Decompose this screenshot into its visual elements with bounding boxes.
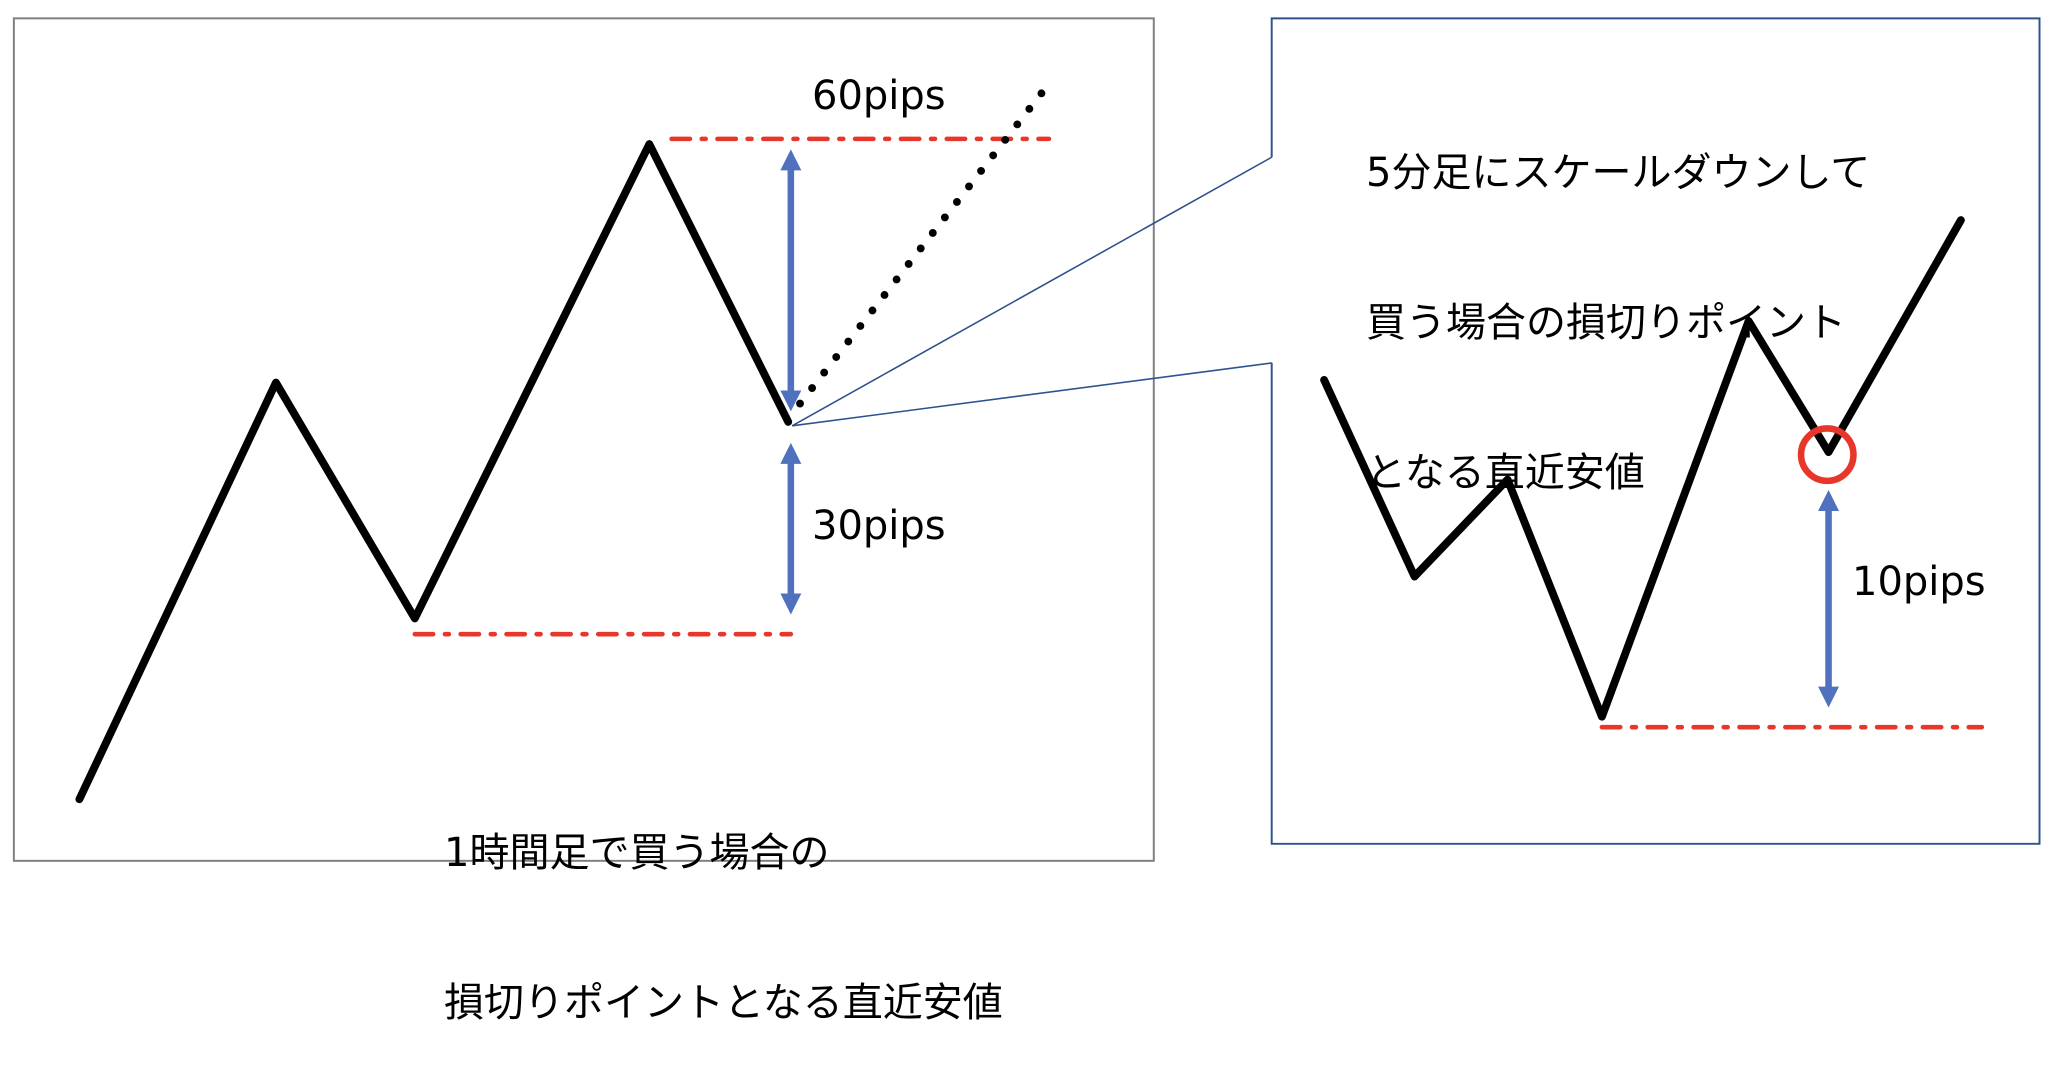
right-caption-line-1: 5分足にスケールダウンして [1366,150,1871,196]
label-10pips: 10pips [1852,559,1986,605]
right-panel-caption: 5分足にスケールダウンして 買う場合の損切りポイント となる直近安値 [1366,48,1870,548]
left-panel-caption: 1時間足で買う場合の 損切りポイントとなる直近安値 [444,728,1003,1078]
callout-line-upper [791,156,1273,427]
price-line-5m [1320,216,1965,721]
right-panel-frame [1270,17,2041,845]
projection-dotted-line [796,74,1057,408]
left-caption-line-1: 1時間足で買う場合の [444,830,830,876]
stop-loss-diagram [12,17,2041,862]
callout-line-lower [792,362,1272,427]
label-60pips: 60pips [812,73,946,119]
label-30pips: 30pips [812,503,946,549]
right-caption-line-2: 買う場合の損切りポイント [1366,300,1846,346]
price-line-1h [75,140,793,804]
left-caption-line-2: 損切りポイントとなる直近安値 [444,980,1003,1026]
left-panel-frame [12,17,1155,862]
stop-loss-highlight-circle [1797,425,1857,485]
right-caption-line-3: となる直近安値 [1366,450,1645,496]
